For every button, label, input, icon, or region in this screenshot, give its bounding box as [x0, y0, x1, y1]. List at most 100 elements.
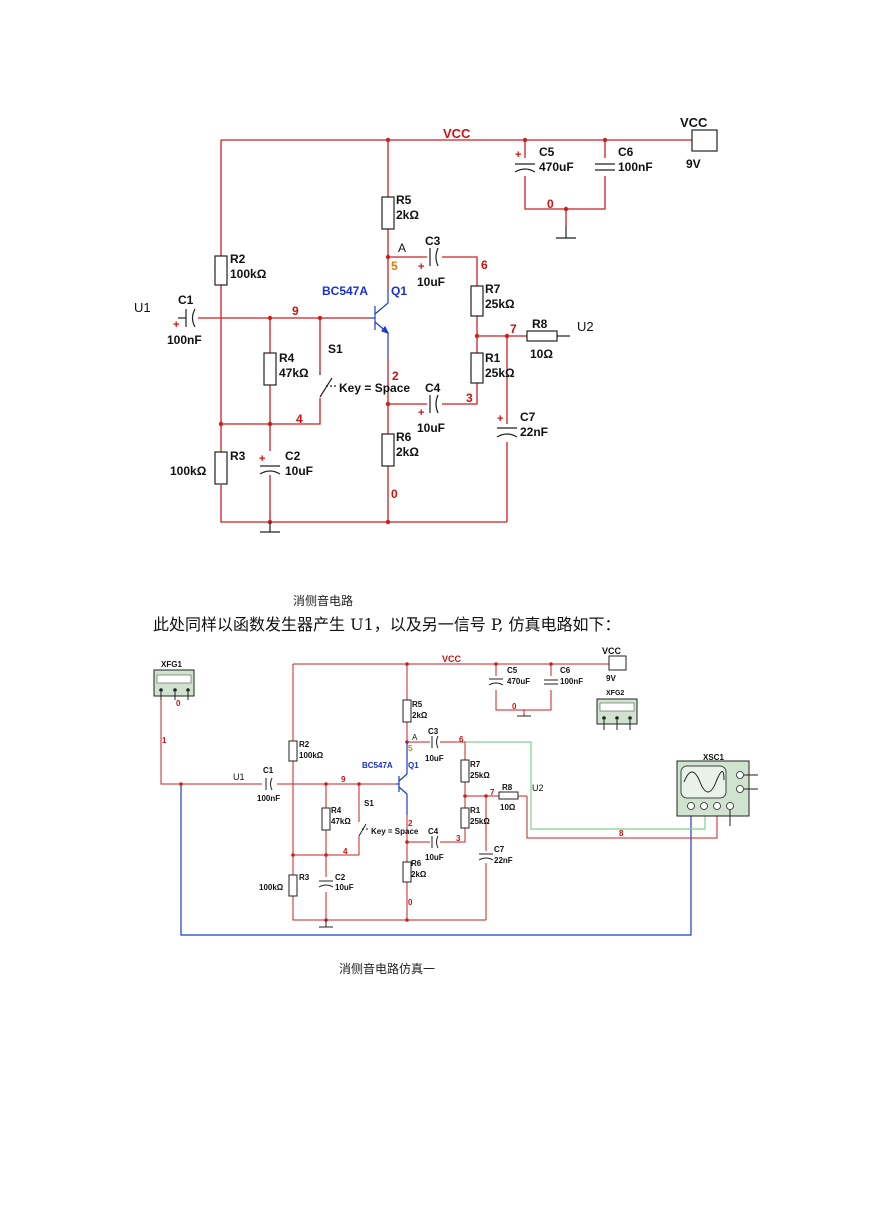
r1-name: R1 [470, 806, 481, 815]
capacitor-c3 [429, 247, 439, 267]
wires [198, 139, 692, 523]
s1-name: S1 [364, 799, 374, 808]
xfg2-label: XFG2 [606, 690, 624, 697]
net-label-4: 4 [296, 412, 303, 426]
ground-symbol [556, 226, 576, 239]
polarity-mark: + [418, 407, 424, 419]
capacitor-c6 [595, 163, 615, 171]
c2-value: 10uF [285, 464, 313, 478]
c1-name: C1 [178, 293, 194, 307]
net-label-5: 5 [391, 259, 398, 273]
polarity-mark: + [418, 261, 424, 273]
net-label-3: 3 [456, 834, 461, 843]
node-a-label: A [398, 241, 406, 255]
function-generator-xfg1 [153, 669, 195, 700]
vcc-source-label: VCC [680, 115, 708, 130]
net-label-9: 9 [341, 775, 346, 784]
r3-value: 100kΩ [170, 464, 207, 478]
r3-name: R3 [299, 873, 310, 882]
xfg1-label: XFG1 [161, 660, 182, 669]
net-label-0: 0 [176, 699, 181, 708]
net-label-vcc: VCC [442, 654, 462, 664]
u2-label: U2 [532, 783, 544, 793]
r8-name: R8 [502, 783, 513, 792]
resistor-r3 [214, 451, 228, 485]
net-label-7: 7 [510, 322, 517, 336]
vcc-value: 9V [606, 674, 616, 683]
c1-value: 100nF [167, 333, 202, 347]
c7-value: 22nF [494, 856, 513, 865]
r4-name: R4 [331, 806, 342, 815]
r8-name: R8 [532, 317, 548, 331]
net-label-vcc: VCC [443, 126, 471, 141]
c3-value: 10uF [417, 275, 445, 289]
c3-name: C3 [425, 234, 441, 248]
r5-name: R5 [396, 193, 412, 207]
capacitor-c5 [514, 163, 536, 173]
node-a-label: A [412, 733, 418, 742]
schematic-main: VCC VCC 9V + C5 470uF C6 100nF 0 R5 2kΩ … [134, 115, 718, 533]
s1-key: Key = Space [339, 381, 410, 395]
q1-name: Q1 [391, 284, 407, 298]
c4-name: C4 [425, 381, 441, 395]
c4-value: 10uF [425, 853, 444, 862]
r8-value: 10Ω [530, 347, 553, 361]
r8-value: 10Ω [500, 803, 516, 812]
r7-name: R7 [470, 760, 481, 769]
r5-name: R5 [412, 700, 423, 709]
vcc-source-box [691, 129, 718, 152]
capacitor-c7 [496, 427, 518, 438]
capacitor-c2 [259, 465, 281, 475]
net-label-5: 5 [408, 744, 413, 753]
c5-name: C5 [507, 666, 518, 675]
net-label-7: 7 [490, 788, 495, 797]
u1-label: U1 [134, 300, 151, 315]
r1-value: 25kΩ [485, 366, 515, 380]
net-label-6: 6 [459, 735, 464, 744]
c6-value: 100nF [560, 677, 583, 686]
xsc1-label: XSC1 [703, 753, 724, 762]
r6-value: 2kΩ [411, 870, 427, 879]
c4-name: C4 [428, 827, 439, 836]
resistor-r4 [263, 352, 277, 386]
figure-caption-2: 消侧音电路仿真一 [339, 961, 435, 976]
net-label-2: 2 [408, 819, 413, 828]
s1-key: Key = Space [371, 827, 419, 836]
r5-value: 2kΩ [412, 711, 428, 720]
c7-name: C7 [494, 845, 505, 854]
r2-value: 100kΩ [230, 267, 267, 281]
net-label-6: 6 [481, 258, 488, 272]
r6-name: R6 [396, 430, 412, 444]
net-label-2: 2 [392, 369, 399, 383]
r3-value: 100kΩ [259, 883, 284, 892]
c3-value: 10uF [425, 754, 444, 763]
resistor-r6 [381, 433, 395, 467]
r6-value: 2kΩ [396, 445, 419, 459]
net-label-0-bottom: 0 [408, 898, 413, 907]
resistor-r7 [470, 285, 484, 317]
r5-value: 2kΩ [396, 208, 419, 222]
polarity-mark: + [173, 319, 179, 331]
resistor-r2 [214, 255, 228, 286]
r7-name: R7 [485, 282, 501, 296]
c5-value: 470uF [507, 677, 530, 686]
net-label-1: 1 [162, 736, 167, 745]
c6-value: 100nF [618, 160, 653, 174]
q1-model: BC547A [362, 761, 393, 770]
net-label-0-top: 0 [512, 702, 517, 711]
resistor-r1 [470, 352, 484, 384]
net-label-8: 8 [619, 829, 624, 838]
figure-caption-1: 消侧音电路 [293, 593, 353, 608]
net-label-0: 0 [547, 197, 554, 211]
c2-name: C2 [285, 449, 301, 463]
c3-name: C3 [428, 727, 439, 736]
q1-model: BC547A [322, 284, 368, 298]
r4-value: 47kΩ [279, 366, 309, 380]
c2-value: 10uF [335, 883, 354, 892]
capacitor-c1 [178, 308, 196, 328]
r2-name: R2 [230, 252, 246, 266]
c5-name: C5 [539, 145, 555, 159]
polarity-mark: + [515, 149, 521, 161]
u2-label: U2 [577, 319, 594, 334]
oscilloscope-xsc1 [676, 760, 758, 826]
